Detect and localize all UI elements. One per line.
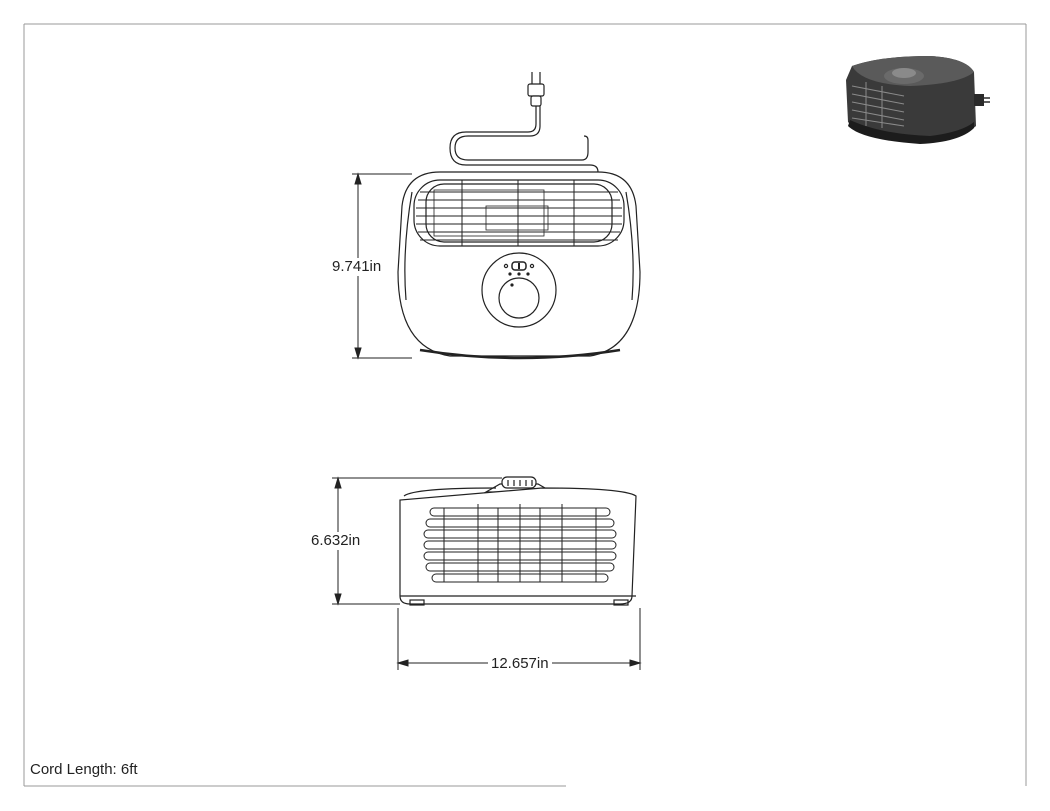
width-dimension-label: 12.657in (488, 655, 552, 673)
grille-bars (416, 180, 622, 246)
product-3d-preview (846, 56, 990, 144)
side-view (399, 476, 637, 606)
control-dial (481, 252, 557, 328)
height-dimension-label: 9.741in (332, 258, 382, 276)
front-grille (413, 179, 625, 247)
side-vents (423, 504, 617, 583)
power-cord (449, 106, 599, 173)
front-view (397, 72, 641, 360)
power-plug-icon (527, 72, 545, 107)
sheet-border (23, 23, 1027, 787)
cord-length-note: Cord Length: 6ft (30, 761, 138, 778)
depth-dimension-label: 6.632in (311, 532, 361, 550)
heater-side-body (399, 487, 637, 605)
